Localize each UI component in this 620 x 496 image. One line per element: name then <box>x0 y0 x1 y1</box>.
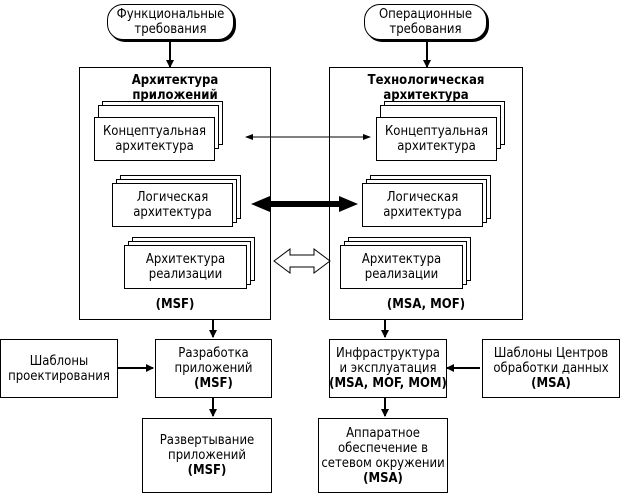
app-deployment-line-1: Развертывание <box>159 433 255 448</box>
design-patterns-line-1: Шаблоны <box>29 353 89 369</box>
app-deployment-line-2: приложений <box>168 448 246 463</box>
tech-architecture-note: (MSA, MOF) <box>329 297 523 312</box>
functional-requirements-line-2: требования <box>134 22 207 37</box>
app-logical-architecture: Логическая архитектура <box>112 183 233 227</box>
hardware-network-box: Аппаратное обеспечение в сетевом окружен… <box>318 418 448 493</box>
tech-implementation-architecture: Архитектура реализации <box>340 245 463 289</box>
dc-patterns-line-3: (MSA) <box>531 376 571 391</box>
app-architecture-note: (MSF) <box>79 297 271 312</box>
infrastructure-ops-box: Инфраструктура и эксплуатация (MSA, MOF,… <box>329 339 447 398</box>
arrow-logical-link <box>251 196 358 212</box>
infrastructure-ops-line-2: и эксплуатация <box>339 361 437 376</box>
tech-implementation-line-1: Архитектура <box>361 252 442 267</box>
app-architecture-title-line-1: Архитектура <box>131 73 219 88</box>
tech-conceptual-architecture: Концептуальная архитектура <box>376 117 497 161</box>
hardware-network-line-2: обеспечение в <box>337 440 428 456</box>
app-deployment-line-3: (MSF) <box>187 463 227 478</box>
tech-implementation-line-2: реализации <box>364 267 439 282</box>
app-implementation-architecture: Архитектура реализации <box>124 245 247 289</box>
tech-conceptual-line-1: Концептуальная <box>384 124 489 139</box>
app-development-box: Разработка приложений (MSF) <box>155 339 272 398</box>
app-architecture-title: Архитектура приложений <box>79 73 271 103</box>
arrow-frames-link <box>273 248 331 274</box>
tech-architecture-title-line-1: Технологическая <box>367 73 485 88</box>
app-implementation-stack: Архитектура реализации <box>124 237 255 289</box>
app-logical-line-1: Логическая <box>136 190 209 205</box>
functional-requirements: Функциональные требования <box>107 4 234 40</box>
dc-patterns-line-1: Шаблоны Центров <box>493 346 609 361</box>
app-logical-line-2: архитектура <box>133 205 212 220</box>
app-implementation-line-1: Архитектура <box>145 252 226 267</box>
hardware-network-line-1: Аппаратное <box>346 425 420 441</box>
app-conceptual-stack: Концептуальная архитектура <box>94 101 223 161</box>
app-architecture-title-line-2: приложений <box>132 88 218 103</box>
tech-logical-architecture: Логическая архитектура <box>362 183 483 227</box>
dc-patterns-box: Шаблоны Центров обработки данных (MSA) <box>482 339 620 398</box>
tech-logical-line-1: Логическая <box>386 190 459 205</box>
tech-logical-line-2: архитектура <box>383 205 462 220</box>
operational-requirements: Операционные требования <box>364 4 487 40</box>
tech-architecture-title: Технологическая архитектура <box>329 73 523 103</box>
dc-patterns-line-2: обработки данных <box>493 361 609 376</box>
infrastructure-ops-line-1: Инфраструктура <box>336 346 440 361</box>
app-conceptual-line-1: Концептуальная <box>102 124 207 139</box>
hardware-network-line-3: сетевом окружении <box>321 455 445 471</box>
tech-implementation-stack: Архитектура реализации <box>340 237 471 289</box>
app-implementation-line-2: реализации <box>148 267 223 282</box>
tech-conceptual-line-2: архитектура <box>397 139 476 154</box>
tech-architecture-note-text: (MSA, MOF) <box>386 297 466 312</box>
app-development-line-3: (MSF) <box>194 376 233 391</box>
app-development-line-1: Разработка <box>178 346 249 361</box>
functional-requirements-line-1: Функциональные <box>116 7 225 22</box>
app-architecture-note-text: (MSF) <box>155 297 195 312</box>
hardware-network-line-4: (MSA) <box>363 470 403 486</box>
operational-requirements-line-2: требования <box>389 22 462 37</box>
app-development-line-2: приложений <box>174 361 253 376</box>
tech-architecture-title-line-2: архитектура <box>383 88 469 103</box>
app-conceptual-architecture: Концептуальная архитектура <box>94 117 215 161</box>
design-patterns-line-2: проектирования <box>8 368 110 384</box>
tech-conceptual-stack: Концептуальная архитектура <box>376 101 505 161</box>
app-conceptual-line-2: архитектура <box>115 139 194 154</box>
infrastructure-ops-line-3: (MSA, MOF, MOM) <box>329 376 447 391</box>
design-patterns-box: Шаблоны проектирования <box>0 339 118 398</box>
tech-logical-stack: Логическая архитектура <box>362 175 491 227</box>
operational-requirements-line-1: Операционные <box>378 7 473 22</box>
app-deployment-box: Развертывание приложений (MSF) <box>142 418 272 493</box>
app-logical-stack: Логическая архитектура <box>112 175 241 227</box>
